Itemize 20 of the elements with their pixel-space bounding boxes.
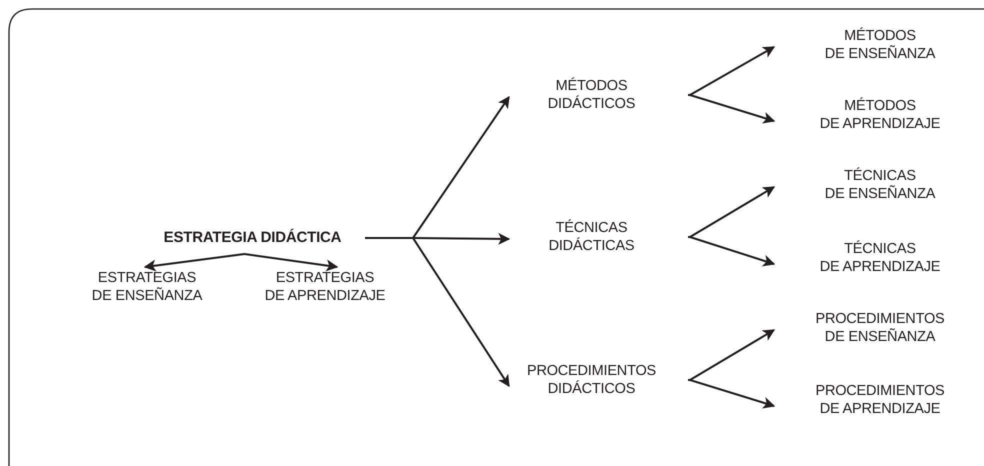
arrow [688, 94, 776, 124]
arrow [144, 253, 245, 272]
node-label: TÉCNICAS DIDÁCTICAS [548, 219, 634, 255]
node-label: ESTRATEGIAS DE ENSEÑANZA [92, 269, 202, 305]
node-label: ESTRATEGIA DIDÁCTICA [164, 229, 342, 247]
arrow [688, 186, 776, 238]
node-label: MÉTODOS DE APRENDIZAJE [820, 97, 940, 133]
arrow [688, 379, 776, 409]
node-label: TÉCNICAS DE ENSEÑANZA [824, 167, 936, 203]
node-label: MÉTODOS DE ENSEÑANZA [824, 27, 936, 63]
node-label: PROCEDIMIENTOS DIDÁCTICOS [526, 362, 656, 398]
node-label: MÉTODOS DIDÁCTICOS [548, 77, 636, 113]
node-label: PROCEDIMIENTOS DE APRENDIZAJE [815, 382, 945, 418]
arrow [244, 253, 338, 272]
arrow [688, 46, 776, 96]
node-label: ESTRATEGIAS DE APRENDIZAJE [264, 269, 386, 305]
node-label: TÉCNICAS DE APRENDIZAJE [820, 240, 940, 276]
arrow [688, 236, 776, 266]
node-label: PROCEDIMIENTOS DE ENSEÑANZA [815, 310, 945, 346]
arrow [688, 329, 776, 381]
